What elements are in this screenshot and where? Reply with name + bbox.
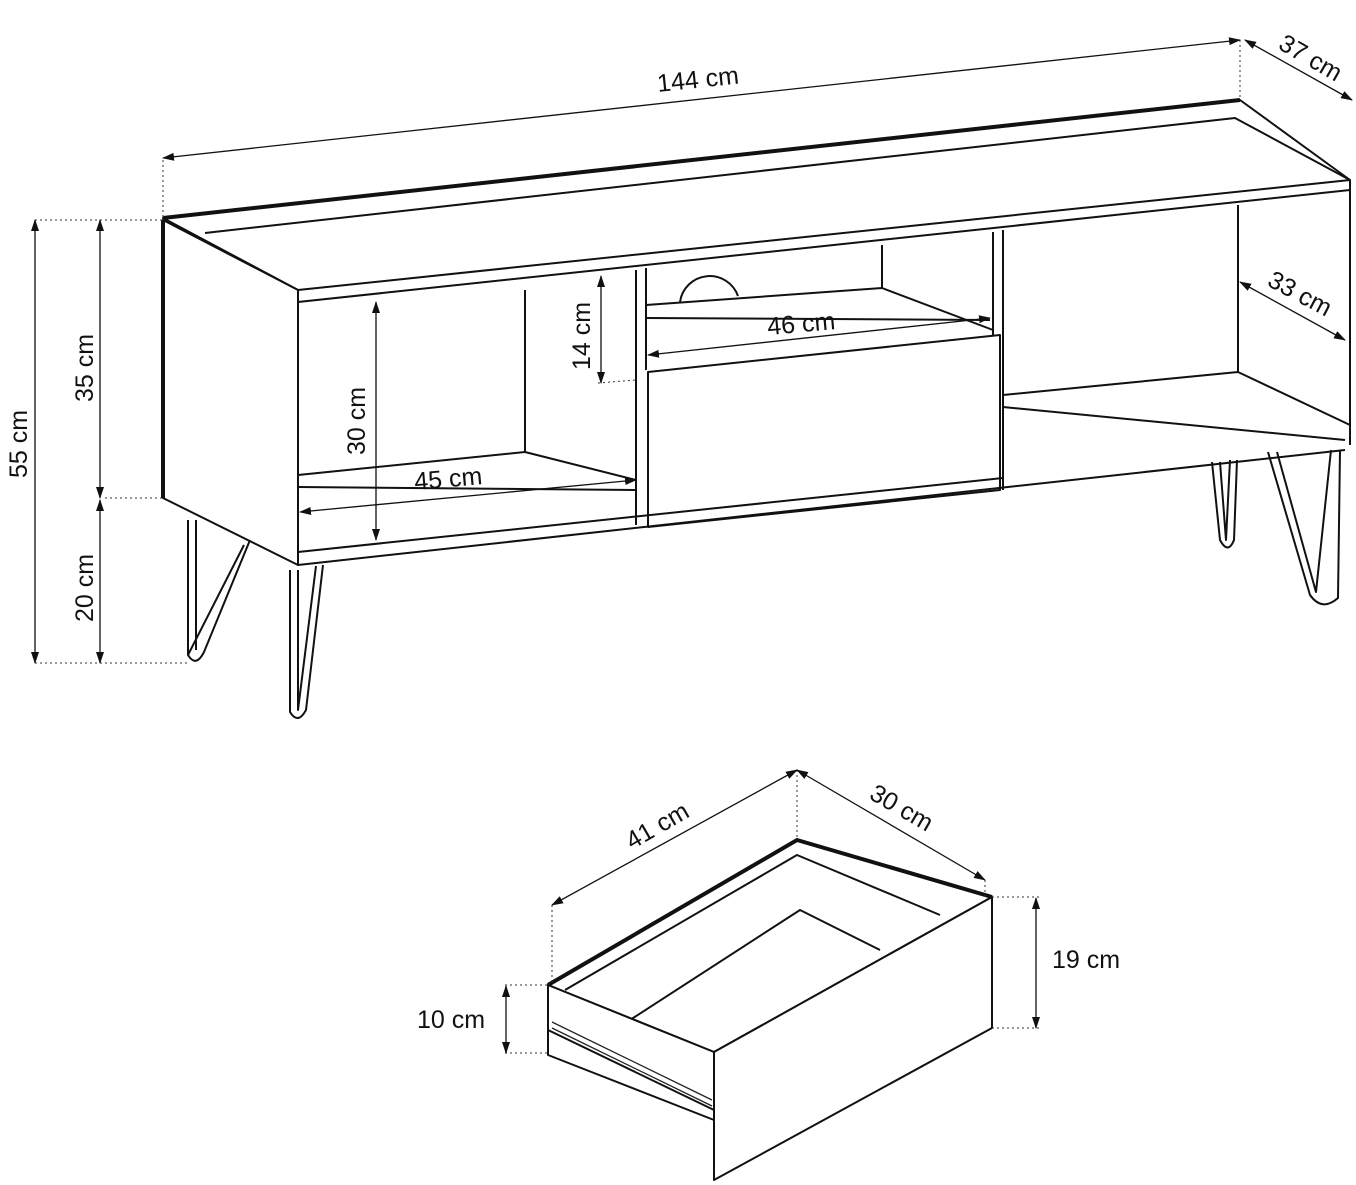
body-height-label: 35 cm bbox=[71, 334, 99, 402]
drawer-opening-width-label: 46 cm bbox=[766, 307, 836, 341]
drawer bbox=[546, 837, 993, 1181]
leg-height-label: 20 cm bbox=[71, 554, 99, 622]
inner-depth-label: 33 cm bbox=[1263, 266, 1336, 323]
cabinet bbox=[161, 98, 1351, 719]
drawer-side-height-label: 10 cm bbox=[417, 1006, 485, 1034]
depth-label: 37 cm bbox=[1274, 29, 1347, 87]
compartment-width-label: 45 cm bbox=[413, 462, 483, 496]
drawer-depth-label: 30 cm bbox=[865, 779, 938, 837]
drawer-opening-height-label: 14 cm bbox=[568, 302, 596, 370]
hairpin-legs bbox=[187, 449, 1341, 719]
drawer-front-height-label: 19 cm bbox=[1052, 946, 1120, 974]
cabinet-dimensions: 144 cm 37 cm 33 cm 55 cm 35 cm 20 cm 30 … bbox=[5, 29, 1353, 664]
total-height-label: 55 cm bbox=[5, 410, 33, 478]
compartment-height-label: 30 cm bbox=[343, 387, 371, 455]
width-label: 144 cm bbox=[656, 62, 740, 98]
